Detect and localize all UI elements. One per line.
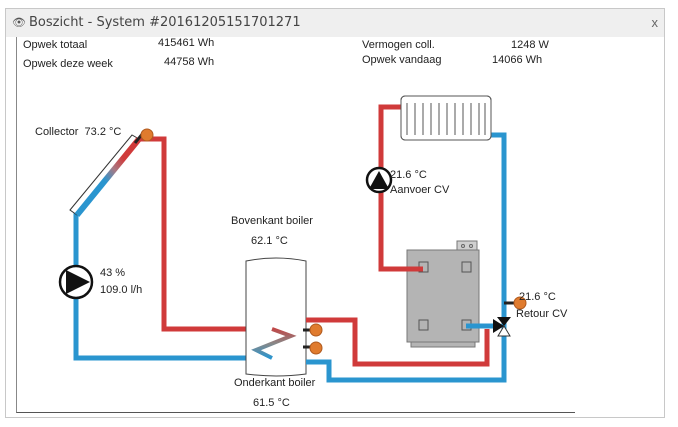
three-way-valve-icon (493, 317, 511, 337)
radiator-icon (400, 95, 492, 141)
window-titlebar: 👁Boszicht - System #20161205151701271 x (6, 9, 664, 37)
vermogen-value: 1248 W (511, 39, 549, 51)
collector-temperature: 73.2 °C (84, 126, 122, 138)
solar-pump-speed: 43 % (100, 267, 126, 279)
cv-return-temperature: 21.6 °C (519, 291, 556, 303)
collector-label: Collector 73.2 °C (35, 126, 121, 138)
boiler-coil (251, 327, 297, 360)
opwek-totaal-label: Opwek totaal (23, 39, 88, 51)
close-button[interactable]: x (651, 15, 659, 30)
opwek-totaal-value: 415461 Wh (158, 37, 215, 49)
collector-sensor-icon (140, 128, 154, 142)
solar-pump-flow: 109.0 l/h (100, 284, 143, 296)
boiler-top-temperature: 62.1 °C (251, 235, 288, 247)
window-title-text: Boszicht - System #20161205151701271 (28, 15, 301, 30)
cv-heater-icon (406, 240, 480, 348)
cv-return-label: Retour CV (516, 308, 568, 320)
boiler-cold-pipe (306, 132, 507, 383)
boiler-bottom-sensor-icon (309, 341, 323, 355)
opwek-vandaag-label: Opwek vandaag (362, 54, 442, 66)
eye-icon: 👁 (12, 16, 26, 29)
window-title: 👁Boszicht - System #20161205151701271 (12, 15, 301, 30)
system-window: 👁Boszicht - System #20161205151701271 x … (5, 8, 665, 418)
solar-pump-icon (58, 264, 94, 300)
boiler-top-sensor-icon (309, 323, 323, 337)
opwek-vandaag-value: 14066 Wh (492, 54, 543, 66)
schematic-panel: Opwek totaal 415461 Wh Opwek deze week 4… (16, 37, 575, 413)
cv-supply-temperature: 21.6 °C (390, 169, 427, 181)
vermogen-label: Vermogen coll. (362, 39, 435, 51)
opwek-week-value: 44758 Wh (164, 56, 215, 68)
opwek-week-label: Opwek deze week (23, 58, 113, 70)
collector-absorber (74, 137, 142, 217)
cv-supply-label: Aanvoer CV (390, 184, 450, 196)
boiler-hot-pipe (306, 317, 490, 367)
solar-cold-pipe (73, 213, 272, 361)
schematic-diagram (58, 95, 527, 383)
boiler-bottom-label: Onderkant boiler (234, 377, 316, 389)
cv-return-sensor-icon (513, 296, 527, 310)
boiler-tank (245, 257, 307, 377)
cv-pump-icon (365, 166, 393, 194)
boiler-top-label: Bovenkant boiler (231, 215, 313, 227)
collector-label-text: Collector (35, 126, 79, 138)
boiler-bottom-temperature: 61.5 °C (253, 397, 290, 409)
